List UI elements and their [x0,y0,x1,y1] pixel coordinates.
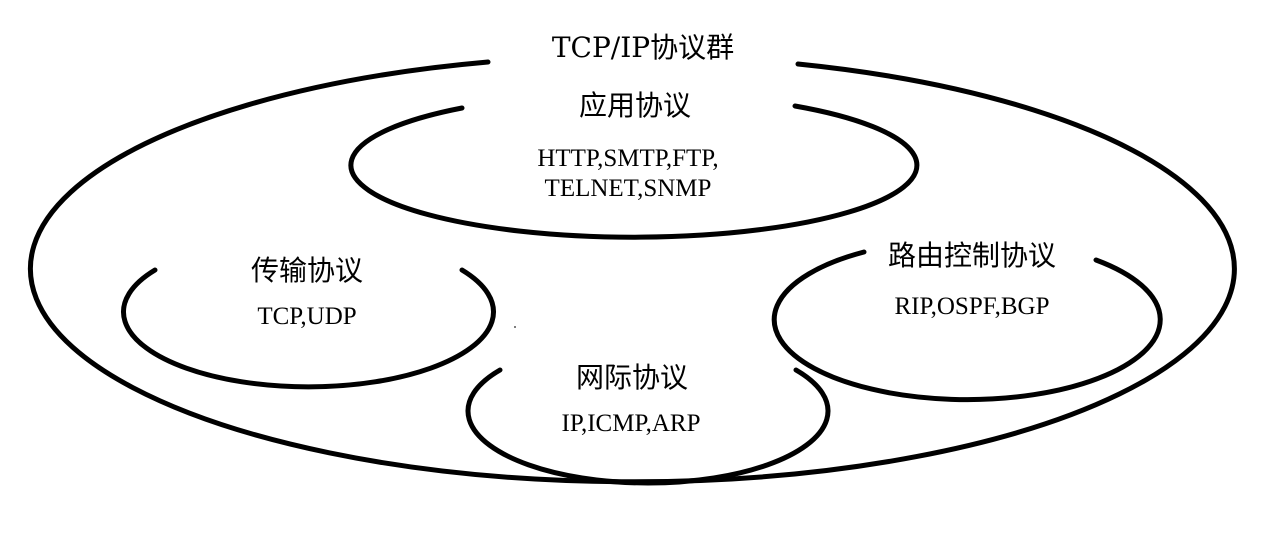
internet-protocols-list: IP,ICMP,ARP [561,410,701,437]
scan-speck [514,326,516,328]
transport-protocols-label: 传输协议 [250,254,364,287]
application-protocols-list-line2: TELNET,SNMP [544,175,712,202]
application-protocols-list-line1: HTTP,SMTP,FTP, [537,145,719,172]
ring-application-protocols [348,103,920,240]
diagram-title: TCP/IP协议群 [551,31,735,64]
ring-routing-protocols [771,249,1163,403]
application-protocols-label: 应用协议 [578,89,692,122]
ring-transport-protocols [121,267,496,390]
ring-internet-protocols [465,367,831,486]
routing-protocols-list: RIP,OSPF,BGP [894,293,1050,320]
internet-protocols-label: 网际协议 [575,361,689,394]
transport-protocols-list: TCP,UDP [257,303,357,330]
routing-protocols-label: 路由控制协议 [887,239,1057,272]
